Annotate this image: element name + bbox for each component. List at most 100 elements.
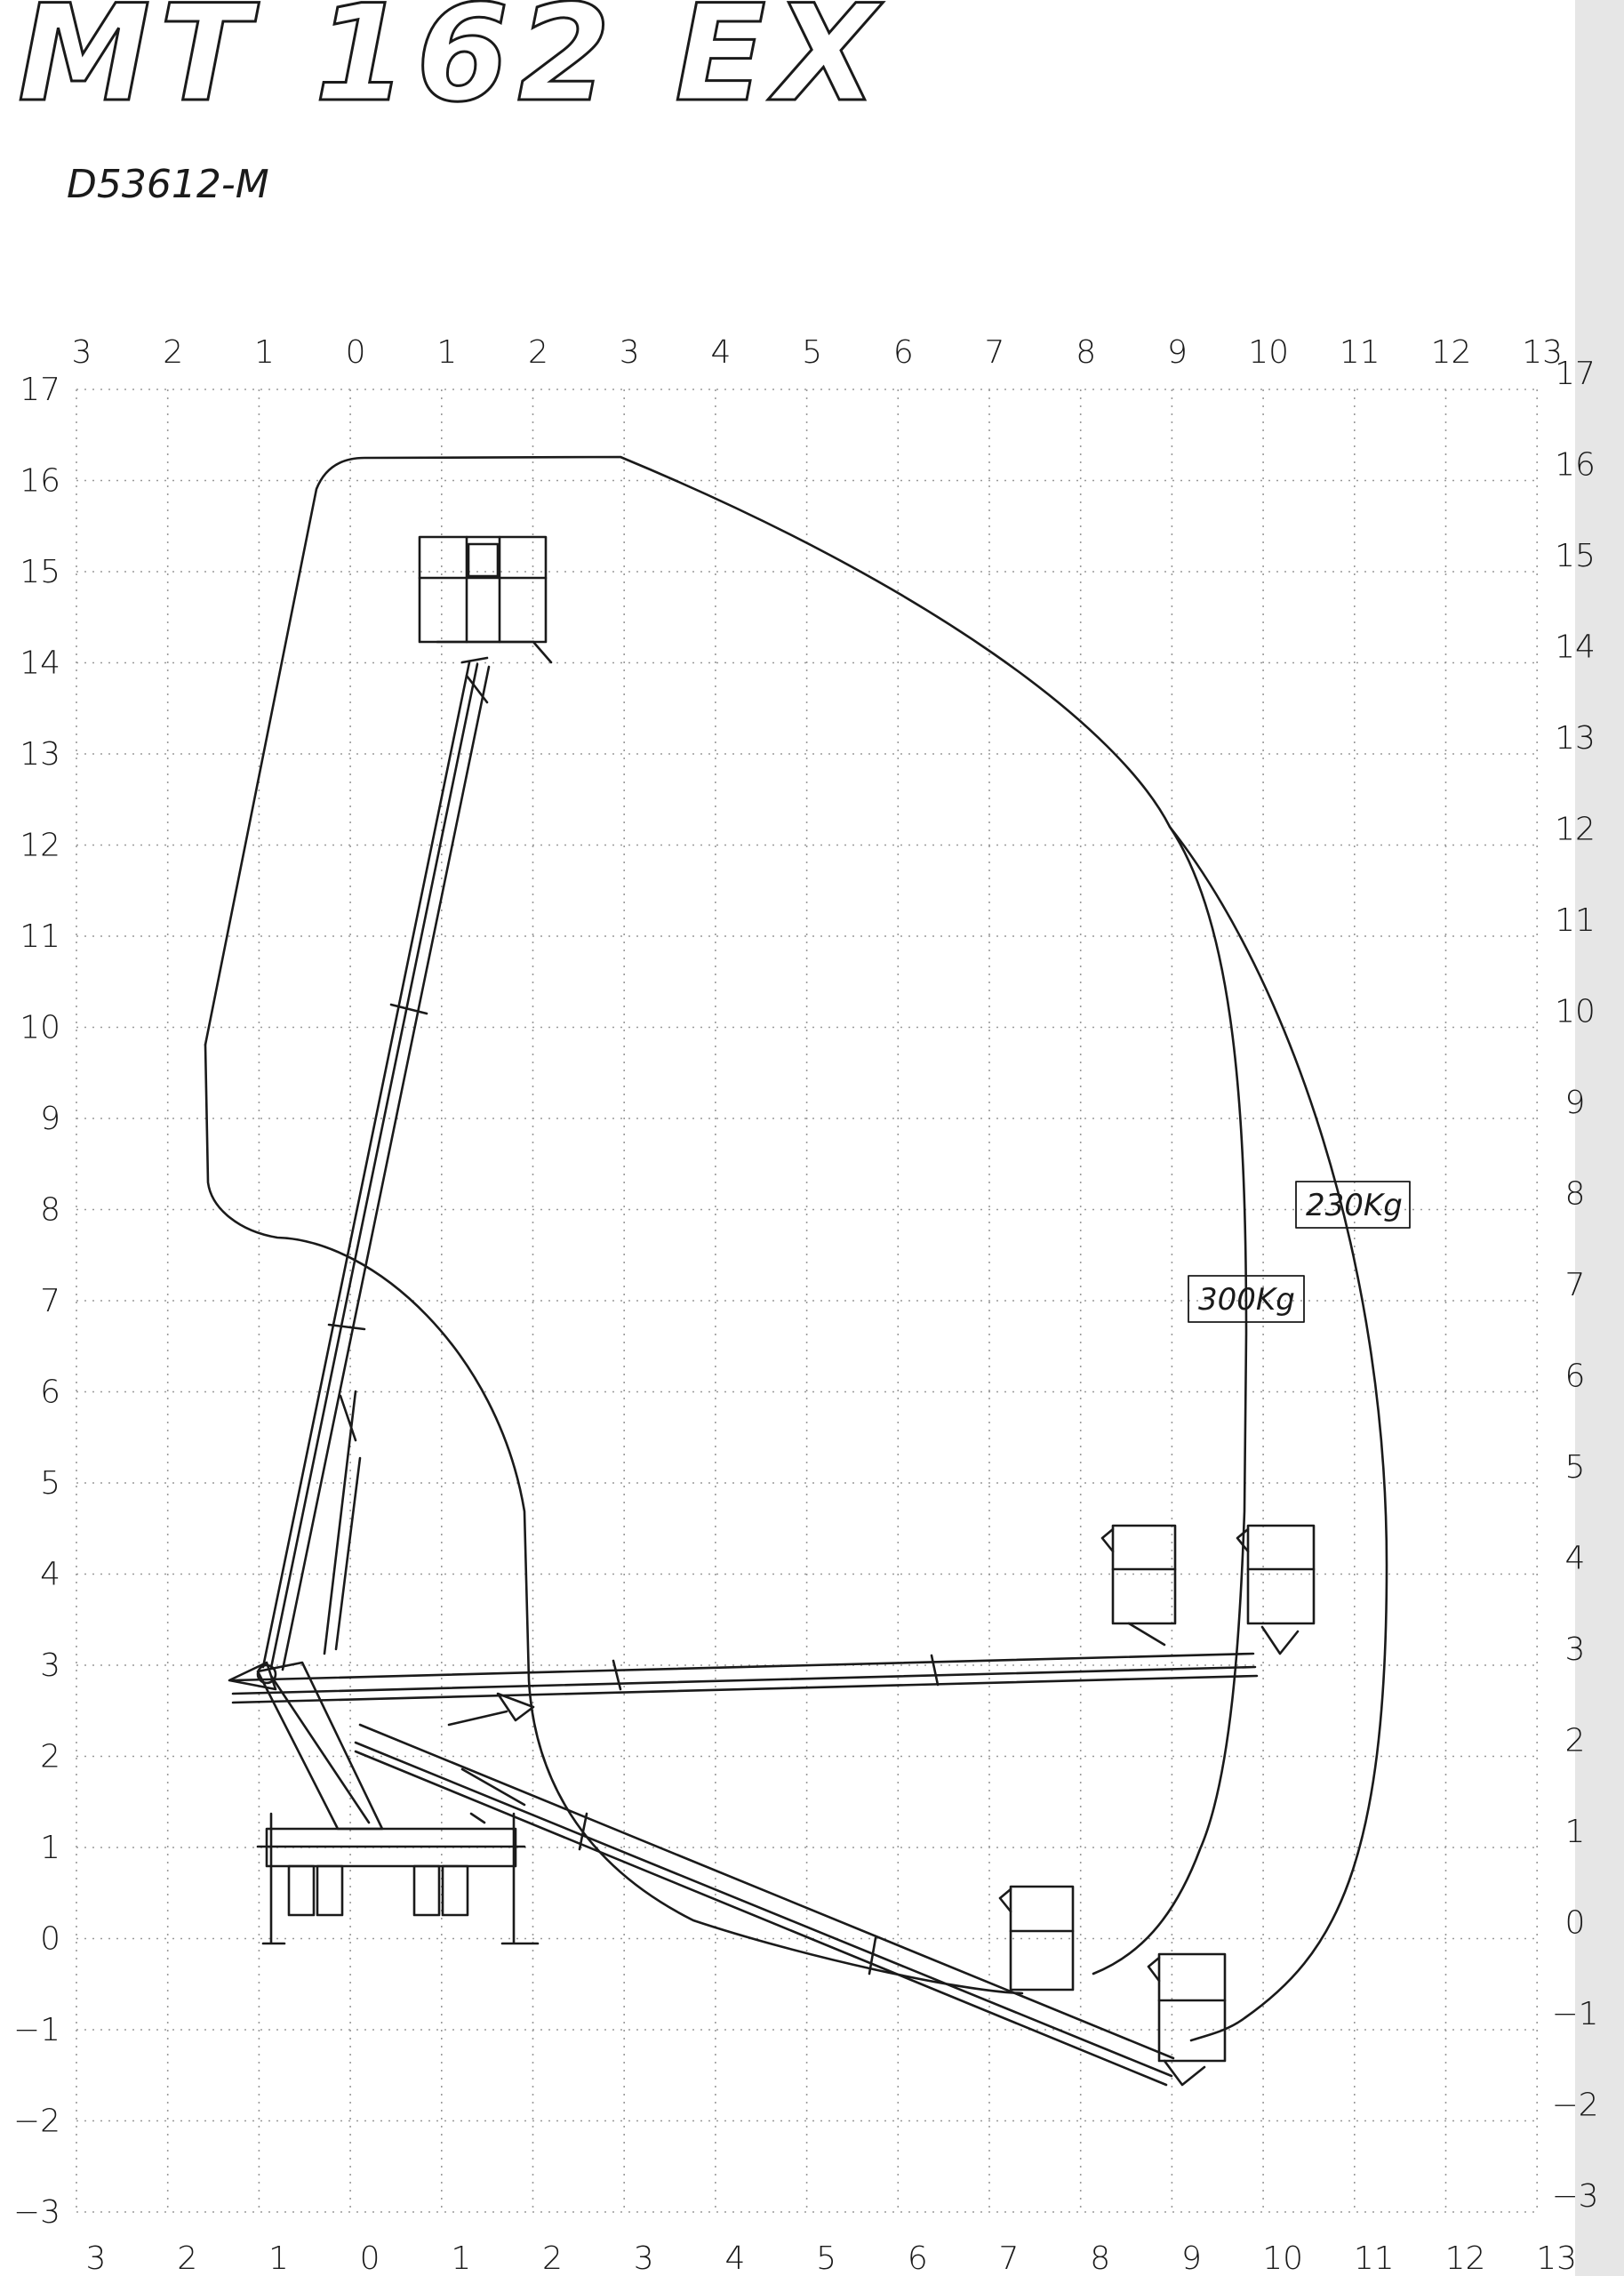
label-300kg-text: 300Kg — [1198, 1282, 1295, 1318]
x-tick-label-top: 3 — [620, 334, 640, 371]
envelope-230kg-inner-curve — [204, 1043, 1024, 1995]
y-tick-label-right: −2 — [1551, 2088, 1598, 2124]
y-tick-label-right: 17 — [1555, 356, 1596, 392]
y-tick-label-left: 15 — [20, 554, 60, 590]
model-name: MT 162 EX — [18, 0, 886, 132]
y-tick-label-right: 2 — [1565, 1723, 1586, 1759]
vehicle-base — [256, 1812, 540, 1945]
label-230kg-text: 230Kg — [1306, 1188, 1403, 1223]
y-tick-label-right: 8 — [1565, 1176, 1586, 1213]
y-tick-label-left: −3 — [13, 2194, 60, 2231]
x-tick-label-bottom: 6 — [908, 2240, 928, 2276]
x-tick-label-top: 6 — [893, 334, 914, 371]
x-tick-label-bottom: 7 — [999, 2240, 1020, 2276]
x-tick-label-bottom: 13 — [1536, 2240, 1577, 2276]
boom-below-ground — [354, 1723, 1175, 2087]
x-tick-label-bottom: 12 — [1445, 2240, 1486, 2276]
basket-below-300kg — [998, 1885, 1075, 1992]
y-tick-label-left: 7 — [40, 1283, 60, 1319]
y-tick-label-right: 4 — [1565, 1541, 1586, 1577]
y-tick-label-right: 6 — [1565, 1358, 1586, 1395]
y-tick-label-right: 14 — [1555, 629, 1596, 666]
y-tick-label-right: 5 — [1565, 1449, 1586, 1486]
y-tick-label-left: 10 — [20, 1010, 60, 1046]
x-tick-label-bottom: 2 — [177, 2240, 197, 2276]
y-tick-label-right: −1 — [1551, 1996, 1598, 2032]
y-tick-label-left: 4 — [40, 1557, 60, 1593]
boom-horizontal — [231, 1652, 1259, 1727]
x-tick-label-bottom: 3 — [86, 2240, 107, 2276]
x-tick-label-top: 11 — [1340, 334, 1380, 371]
y-tick-label-right: 0 — [1565, 1905, 1586, 1942]
basket-top — [418, 535, 553, 664]
basket-below-230kg — [1147, 1952, 1227, 2087]
y-tick-label-left: 17 — [20, 372, 60, 408]
y-tick-label-left: 0 — [40, 1921, 60, 1958]
y-tick-label-left: 11 — [20, 918, 60, 955]
y-tick-label-left: 5 — [40, 1465, 60, 1502]
basket-horizontal-300kg — [1100, 1524, 1177, 1647]
scan-edge-shade — [1575, 0, 1624, 2276]
label-230kg: 230Kg — [1295, 1181, 1411, 1229]
x-tick-label-top: 4 — [710, 334, 731, 371]
y-tick-label-left: 12 — [20, 828, 60, 864]
x-tick-label-top: 3 — [72, 334, 92, 371]
basket-horizontal-230kg — [1236, 1524, 1316, 1655]
x-tick-label-bottom: 2 — [542, 2240, 563, 2276]
boom-max-height — [261, 656, 491, 1671]
drawing-code: D53612-M — [67, 162, 269, 207]
x-tick-label-bottom: 1 — [451, 2240, 471, 2276]
x-tick-label-top: 2 — [528, 334, 548, 371]
y-tick-label-right: 1 — [1565, 1814, 1586, 1850]
y-tick-label-right: 10 — [1555, 994, 1596, 1030]
y-tick-label-left: 6 — [40, 1374, 60, 1411]
x-tick-label-bottom: 11 — [1354, 2240, 1395, 2276]
x-tick-label-bottom: 4 — [724, 2240, 745, 2276]
x-tick-label-bottom: 0 — [360, 2240, 380, 2276]
y-tick-label-left: 13 — [20, 736, 60, 773]
x-tick-label-top: 12 — [1431, 334, 1472, 371]
x-tick-label-top: 8 — [1076, 334, 1096, 371]
y-tick-label-right: 15 — [1555, 538, 1596, 574]
y-tick-label-left: −2 — [13, 2104, 60, 2140]
y-tick-label-right: 12 — [1555, 812, 1596, 848]
y-tick-label-left: 2 — [40, 1739, 60, 1775]
x-tick-label-top: 2 — [163, 334, 183, 371]
x-tick-label-top: 0 — [346, 334, 366, 371]
x-tick-label-top: 1 — [436, 334, 457, 371]
y-tick-label-left: 14 — [20, 645, 60, 682]
x-tick-label-top: 5 — [802, 334, 822, 371]
y-tick-label-left: 3 — [40, 1647, 60, 1684]
x-tick-label-top: 9 — [1167, 334, 1188, 371]
x-tick-label-bottom: 9 — [1181, 2240, 1202, 2276]
x-tick-label-top: 10 — [1248, 334, 1289, 371]
x-tick-label-top: 7 — [985, 334, 1005, 371]
x-tick-label-top: 1 — [254, 334, 275, 371]
y-tick-label-left: −1 — [13, 2012, 60, 2048]
x-tick-label-top: 13 — [1522, 334, 1563, 371]
y-tick-label-right: 9 — [1565, 1085, 1586, 1121]
label-300kg: 300Kg — [1188, 1275, 1305, 1323]
x-tick-label-bottom: 1 — [268, 2240, 289, 2276]
grid — [76, 389, 1538, 2213]
y-tick-label-right: 16 — [1555, 447, 1596, 484]
y-tick-label-right: 11 — [1555, 902, 1596, 939]
y-tick-label-right: 13 — [1555, 720, 1596, 757]
x-tick-label-bottom: 5 — [816, 2240, 836, 2276]
y-tick-label-left: 1 — [40, 1830, 60, 1866]
y-tick-label-left: 9 — [40, 1101, 60, 1137]
y-tick-label-left: 16 — [20, 463, 60, 500]
x-tick-label-bottom: 8 — [1090, 2240, 1110, 2276]
y-tick-label-right: 7 — [1565, 1267, 1586, 1303]
y-tick-label-right: 3 — [1565, 1631, 1586, 1668]
envelope-300kg-outline — [1092, 825, 1248, 1975]
x-tick-label-bottom: 3 — [634, 2240, 654, 2276]
turret — [228, 1661, 384, 1831]
y-tick-label-left: 8 — [40, 1192, 60, 1229]
envelope-230kg-outline — [204, 455, 1388, 2042]
